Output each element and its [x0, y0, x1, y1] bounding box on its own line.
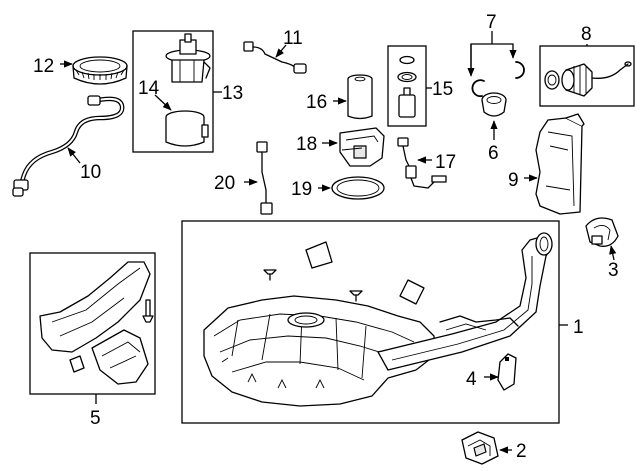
part-3-clamp[interactable] — [585, 217, 619, 247]
part-14-fuel-filter[interactable] — [165, 110, 209, 147]
callout-7: 7 — [486, 12, 497, 33]
callout-16: 16 — [306, 92, 327, 113]
callout-15: 15 — [432, 79, 453, 100]
part-12-lock-ring[interactable] — [72, 56, 128, 85]
callout-10: 10 — [80, 162, 101, 183]
part-5-shield-assembly[interactable] — [39, 261, 154, 385]
callout-14: 14 — [138, 78, 160, 99]
part-16-fuel-pump[interactable] — [347, 74, 373, 120]
part-4-bracket[interactable] — [497, 353, 517, 391]
callout-17: 17 — [435, 152, 456, 173]
part-6-grommet[interactable] — [481, 92, 507, 117]
callout-3: 3 — [608, 260, 619, 281]
part-19-gasket[interactable] — [331, 176, 385, 200]
part-18-pump-bracket[interactable] — [339, 127, 385, 167]
part-8-filler-cap[interactable] — [544, 61, 632, 97]
callout-8: 8 — [581, 24, 592, 45]
callout-11: 11 — [283, 28, 303, 49]
part-1-fuel-tank[interactable] — [203, 232, 553, 407]
part-11-wire-harness[interactable] — [243, 41, 307, 74]
callout-12: 12 — [33, 56, 54, 77]
part-9-heat-shield[interactable] — [535, 113, 585, 215]
callout-4: 4 — [466, 369, 477, 390]
callout-2: 2 — [516, 441, 527, 462]
box-1 — [181, 220, 560, 424]
box-15 — [387, 45, 427, 127]
part-13-pump-module[interactable] — [165, 33, 211, 83]
callout-1: 1 — [573, 317, 584, 338]
callout-13: 13 — [222, 83, 243, 104]
part-20-connector[interactable] — [256, 141, 273, 215]
part-2-retainer[interactable] — [461, 431, 499, 465]
callout-18: 18 — [296, 134, 317, 155]
callout-20: 20 — [214, 173, 235, 194]
box-5 — [29, 252, 156, 395]
callout-9: 9 — [508, 170, 519, 191]
part-7-retainer-clips[interactable] — [471, 61, 525, 98]
callout-6: 6 — [488, 143, 499, 164]
part-15-seal-kit[interactable] — [397, 55, 417, 118]
callout-5: 5 — [90, 408, 101, 429]
part-17-sender-unit[interactable] — [397, 137, 447, 189]
part-10-fuel-hose[interactable] — [12, 95, 125, 197]
callout-19: 19 — [291, 179, 312, 200]
